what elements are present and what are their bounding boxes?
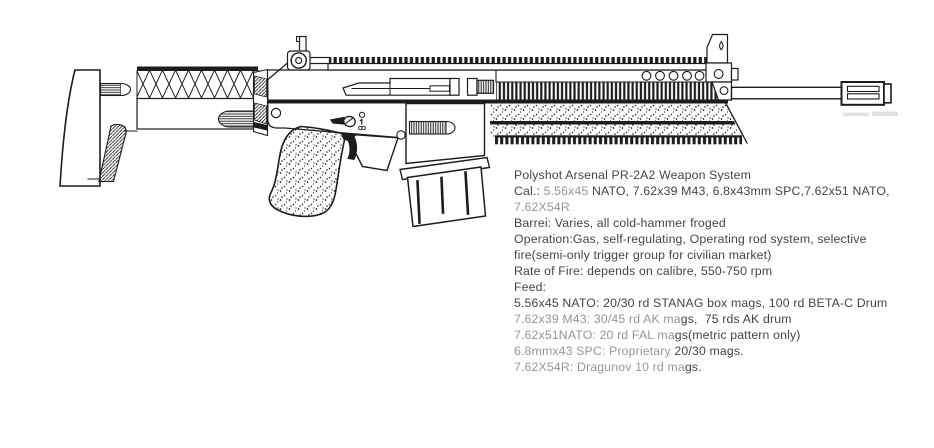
charging-handle-knob [476, 79, 495, 94]
spec-text-segment: 7.62X54R: Dragunov 10 rd ma [514, 360, 685, 374]
spec-text-segment: NATO, 7.62x39 M43, 6.8x43mm SPC,7.62x51 … [588, 184, 890, 198]
spec-text-segment: gs. [684, 360, 702, 374]
handguard [490, 70, 748, 145]
spec-line-feed-762x54r: 7.62X54R: Dragunov 10 rd mags. [514, 359, 914, 375]
muzzle-brake [840, 81, 898, 116]
pistol-grip [268, 125, 347, 218]
spec-text-segment: 7.62x39 M43: 30/45 rd AK ma [514, 312, 681, 326]
receiver-pin [270, 107, 282, 119]
trigger-guard [344, 133, 399, 172]
spec-sheet: Polyshot Arsenal PR-2A2 Weapon System Ca… [514, 167, 914, 375]
spec-line-rate-of-fire: Rate of Fire: depends on calibre, 550-75… [514, 263, 914, 279]
selector-lever [330, 115, 356, 128]
spec-line-feed-762x39: 7.62x39 M43: 30/45 rd AK mags, 75 rds AK… [514, 311, 914, 327]
spec-text-segment: 7.62x51NATO: 20 rd FAL ma [514, 328, 675, 342]
spec-text-segment: 6.8mmx43 SPC: Proprietary [514, 344, 675, 358]
spec-line-caliber-cont: 7.62X54R [514, 199, 914, 215]
handguard-vent-holes [641, 70, 705, 81]
front-sight-tower [705, 33, 739, 101]
spec-line-feed-556: 5.56x45 NATO: 20/30 rd STANAG box mags, … [514, 295, 914, 311]
spec-line-feed-68spc: 6.8mmx43 SPC: Proprietary 20/30 mags. [514, 343, 914, 359]
spec-text-segment: 7.62X54R [514, 200, 570, 214]
folding-stock-panel [136, 70, 259, 99]
magazine-witness-slots [416, 171, 470, 224]
buffer-tube [99, 82, 132, 97]
top-rail [306, 56, 713, 71]
spec-text-segment: gs(metric pattern only) [674, 328, 801, 342]
spec-text-segment: Rate of Fire: depends on calibre, 550-75… [514, 264, 773, 278]
stock-strut [98, 123, 138, 183]
spec-text-segment: gs, 75 rds AK drum [680, 312, 792, 326]
stock-panel-top-bar [137, 66, 258, 71]
spec-text-segment: Polyshot Arsenal PR-2A2 Weapon System [514, 168, 752, 182]
magazine-catch [408, 120, 448, 135]
spec-text-segment: Cal.: [514, 184, 544, 198]
trigger [341, 133, 358, 161]
spec-text-segment: Operation:Gas, self-regulating, Operatin… [514, 232, 867, 246]
barrel [730, 86, 843, 100]
spec-text-segment: 5.56x45 NATO: 20/30 rd STANAG box mags, … [514, 296, 888, 310]
cheek-rest [218, 110, 259, 128]
receiver-seam-line [257, 99, 728, 104]
magazine [399, 156, 491, 228]
spec-line-caliber: Cal.: 5.56x45 NATO, 7.62x39 M43, 6.8x43m… [514, 183, 914, 199]
spec-text-segment: Feed: [514, 280, 547, 294]
butt-plate [59, 69, 101, 187]
spec-text-segment: 20/30 mags. [674, 344, 744, 358]
spec-text-segment: 5.56x45 [543, 184, 589, 198]
stock-hinge [252, 68, 269, 137]
spec-text-segment: Barrei: Varies, all cold-hammer froged [514, 216, 726, 230]
selector-markings [358, 111, 366, 131]
spec-line-feed-762x51: 7.62x51NATO: 20 rd FAL mags(metric patte… [514, 327, 914, 343]
stock [59, 66, 269, 187]
spec-line-operation: Operation:Gas, self-regulating, Operatin… [514, 231, 914, 247]
spec-text-segment: fire(semi-only trigger group for civilia… [514, 248, 772, 262]
diagram-title: Polyshot Arsenal PR-2A2 Weapon System [514, 167, 914, 183]
magazine-well [396, 102, 486, 165]
bolt-carrier [342, 77, 495, 96]
spec-line-operation-cont: fire(semi-only trigger group for civilia… [514, 247, 914, 263]
spec-line-feed-heading: Feed: [514, 279, 914, 295]
rear-sight [286, 35, 311, 71]
spec-line-barrel: Barrei: Varies, all cold-hammer froged [514, 215, 914, 231]
